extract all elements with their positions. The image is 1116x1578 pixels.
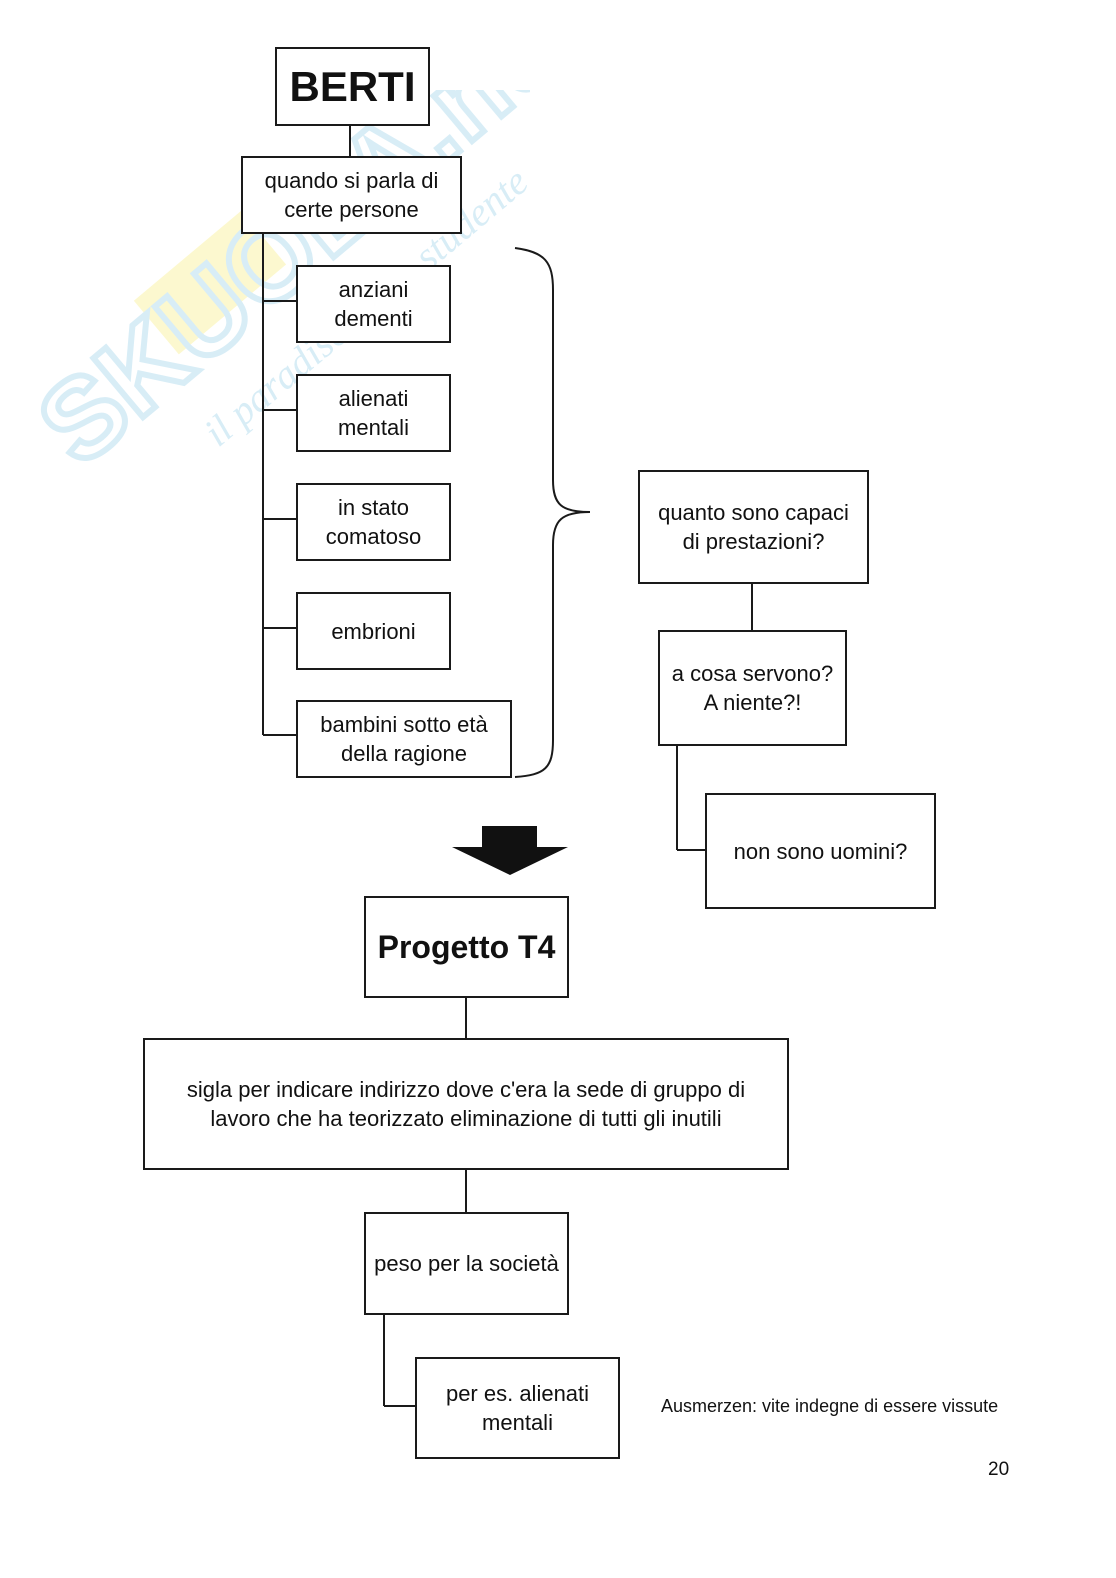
node-sigla-label: sigla per indicare indirizzo dove c'era … [186,1077,746,1131]
node-bambini-label: bambini sotto età della ragione [320,712,488,766]
node-sigla: sigla per indicare indirizzo dove c'era … [143,1038,789,1170]
node-alienati: alienati mentali [296,374,451,452]
node-uomini: non sono uomini? [705,793,936,909]
node-berti: BERTI [275,47,430,126]
node-progetto-label: Progetto T4 [377,929,556,965]
node-servono: a cosa servono? A niente?! [658,630,847,746]
node-capaci-label: quanto sono capaci di prestazioni? [658,500,849,554]
node-comatoso-label: in stato comatoso [325,495,422,549]
node-uomini-label: non sono uomini? [733,838,908,864]
node-embrioni: embrioni [296,592,451,670]
down-arrow-icon [452,826,568,875]
node-quando: quando si parla di certe persone [241,156,462,234]
node-anziani: anziani dementi [296,265,451,343]
ausmerzen-note: Ausmerzen: vite indegne di essere vissut… [661,1396,999,1416]
node-anziani-label: anziani dementi [334,277,413,331]
node-embrioni-label: embrioni [331,618,416,644]
node-quando-label: quando si parla di certe persone [264,168,439,222]
node-esempio: per es. alienati mentali [415,1357,620,1459]
node-bambini: bambini sotto età della ragione [296,700,512,778]
page-number: 20 [988,1459,1010,1480]
node-comatoso: in stato comatoso [296,483,451,561]
node-peso: peso per la società [364,1212,569,1315]
node-servono-line1: a cosa servono? [671,661,834,686]
curly-brace [514,247,591,778]
node-progetto: Progetto T4 [364,896,569,998]
node-peso-label: peso per la società [374,1251,559,1276]
node-capaci: quanto sono capaci di prestazioni? [638,470,869,584]
node-alienati-label: alienati mentali [338,386,409,440]
node-berti-label: BERTI [289,62,416,110]
node-servono-line2: A niente?! [703,690,802,715]
node-esempio-label: per es. alienati mentali [445,1381,590,1435]
